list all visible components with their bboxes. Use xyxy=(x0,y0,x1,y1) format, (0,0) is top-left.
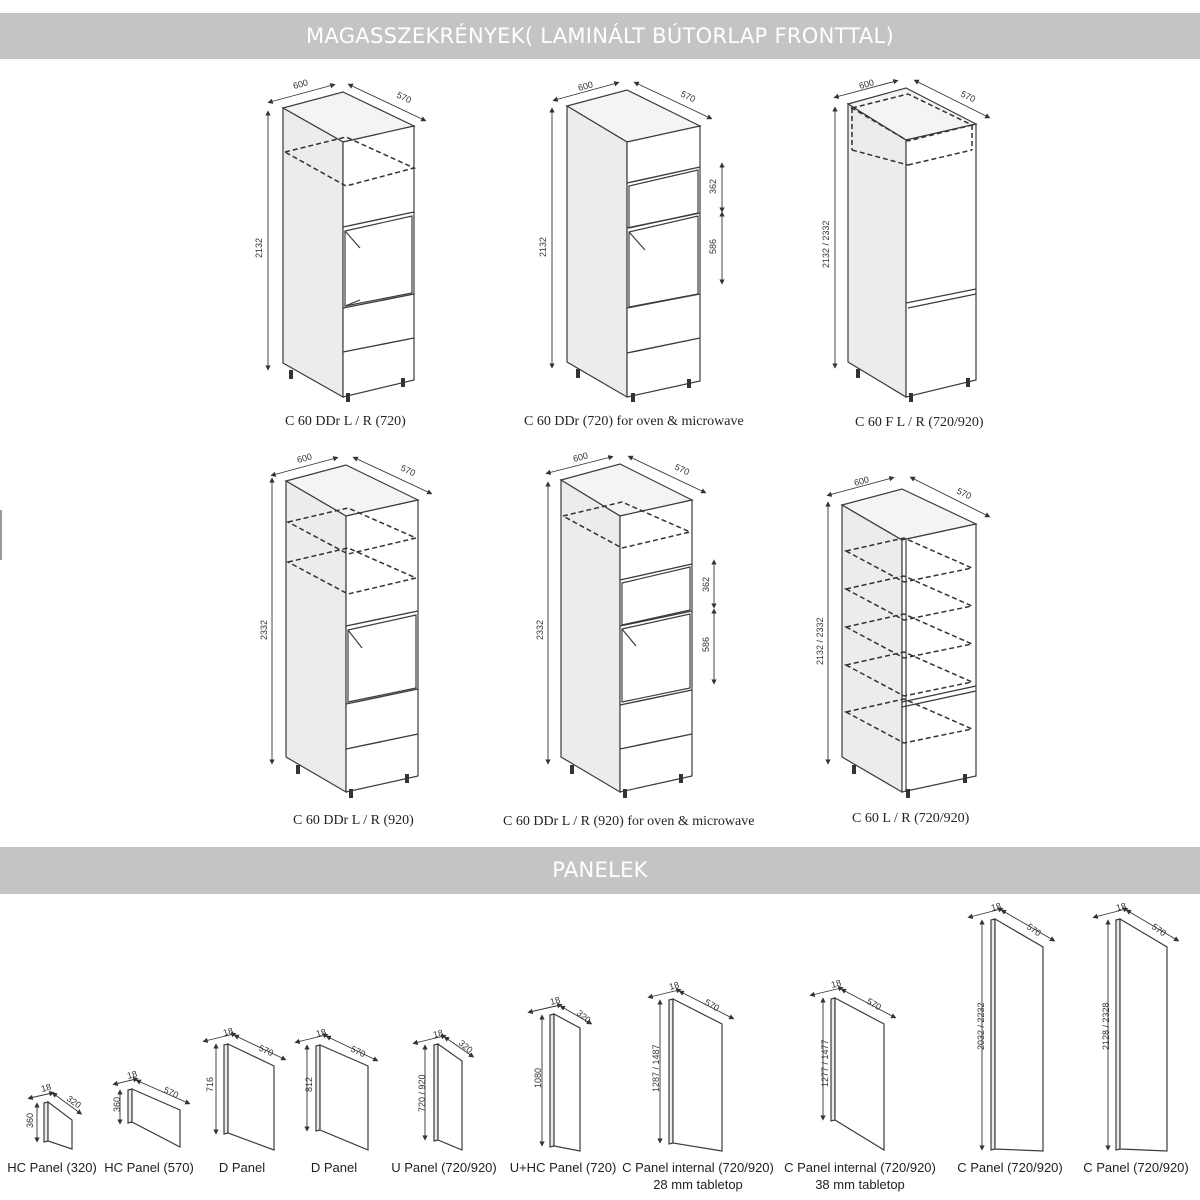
panel-label-u-hc: U+HC Panel (720) xyxy=(509,1160,617,1175)
panel-label-d-812: D Panel xyxy=(310,1160,358,1175)
cabinet-caption-c60ddr-920: C 60 DDr L / R (920) xyxy=(293,813,414,828)
dim-thickness: 18 xyxy=(990,901,1002,913)
dim-height: 812 xyxy=(304,1077,314,1092)
panel-drawing-u-hc: 18 320 1080 xyxy=(527,995,593,1152)
dim-height: 2132 / 2332 xyxy=(821,220,831,268)
dim-thickness: 18 xyxy=(432,1028,444,1040)
dim-depth: 570 xyxy=(1150,921,1168,938)
cabinet-drawing-c60f: 600 570 2132 / 2332 xyxy=(821,77,991,402)
dim-width: 600 xyxy=(577,79,594,93)
cabinet-drawing-c60ddr-920: 600 570 2332 xyxy=(259,451,433,798)
dim-depth: 570 xyxy=(399,463,417,478)
cabinet-drawing-c60ddr-720-oven: 600 570 2132 362 586 xyxy=(538,79,725,402)
cabinet-caption-c60f: C 60 F L / R (720/920) xyxy=(855,415,984,430)
dim-thickness: 18 xyxy=(549,995,561,1007)
dim-thickness: 18 xyxy=(315,1027,327,1039)
dim-depth: 570 xyxy=(395,90,413,105)
dim-thickness: 18 xyxy=(222,1026,234,1038)
panel-drawing-c-2032: 18 570 2032 / 2232 xyxy=(967,901,1056,1152)
dim-height: 360 xyxy=(112,1097,122,1112)
dim-width: 600 xyxy=(858,77,875,91)
panel-label-main: C Panel internal (720/920) xyxy=(622,1160,774,1175)
section-title-panels: PANELEK xyxy=(0,847,1200,894)
cabinet-caption-c60ddr-920-oven: C 60 DDr L / R (920) for oven & microwav… xyxy=(503,814,754,830)
page-edge-marker xyxy=(0,510,2,560)
dim-height: 360 xyxy=(25,1113,35,1128)
panel-drawing-c-internal-28: 18 570 1287 / 1487 xyxy=(647,980,735,1152)
dim-width: 600 xyxy=(853,474,870,488)
section-title-tall-cabinets: MAGASSZEKRÉNYEK( LAMINÁLT BÚTORLAP FRONT… xyxy=(0,13,1200,59)
dim-height: 1287 / 1487 xyxy=(651,1044,661,1092)
dim-thickness: 18 xyxy=(1115,901,1127,913)
panel-drawing-c-internal-38: 18 570 1277 / 1477 xyxy=(809,978,897,1152)
panel-label-hc-320: HC Panel (320) xyxy=(7,1160,97,1175)
panel-drawing-c-2128: 18 570 2128 / 2328 xyxy=(1092,901,1180,1152)
panel-drawing-hc-320: 18 320 360 xyxy=(25,1082,83,1150)
dim-depth: 570 xyxy=(959,89,977,104)
dim-sub-lower: 586 xyxy=(708,239,718,254)
panel-label-c-2128: C Panel (720/920) xyxy=(1083,1160,1189,1175)
panel-label-hc-570: HC Panel (570) xyxy=(104,1160,194,1175)
cabinet-drawing-c60ddr-720: 600 570 2132 xyxy=(254,77,427,402)
cabinet-caption-c60: C 60 L / R (720/920) xyxy=(852,811,970,826)
panel-drawing-d-716: 18 570 716 xyxy=(202,1026,287,1151)
cabinet-caption-c60ddr-720-oven: C 60 DDr (720) for oven & microwave xyxy=(524,414,744,429)
dim-sub-upper: 362 xyxy=(701,577,711,592)
dim-height: 2132 xyxy=(254,238,264,258)
dim-depth: 570 xyxy=(955,486,973,501)
dim-width: 600 xyxy=(296,451,313,465)
panel-label-c-2032: C Panel (720/920) xyxy=(957,1160,1063,1175)
dim-thickness: 18 xyxy=(40,1082,52,1094)
dim-sub-upper: 362 xyxy=(708,179,718,194)
dim-height: 720 / 920 xyxy=(417,1074,427,1112)
cabinet-drawing-c60ddr-920-oven: 600 570 2332 362 586 xyxy=(535,450,717,798)
dim-height: 1080 xyxy=(533,1068,543,1088)
dim-height: 716 xyxy=(205,1077,215,1092)
dim-depth: 570 xyxy=(257,1043,275,1058)
dim-height: 2132 / 2332 xyxy=(815,617,825,665)
panel-label-c-internal-38: C Panel internal (720/920) 38 mm tableto… xyxy=(782,1159,938,1193)
panel-drawing-d-812: 18 570 812 xyxy=(294,1027,379,1151)
dim-thickness: 18 xyxy=(830,978,842,990)
dim-depth: 320 xyxy=(457,1038,475,1055)
cabinet-drawing-c60-shelves: 600 570 2132 / 2332 xyxy=(815,474,991,798)
panel-drawing-hc-570: 18 570 360 xyxy=(112,1069,191,1148)
dim-thickness: 18 xyxy=(126,1069,138,1081)
panel-label-d-716: D Panel xyxy=(218,1160,266,1175)
panel-label-c-internal-28: C Panel internal (720/920) 28 mm tableto… xyxy=(620,1159,776,1193)
panel-drawing-u: 18 320 720 / 920 xyxy=(412,1028,475,1151)
dim-depth: 570 xyxy=(1025,921,1043,938)
dim-height: 2332 xyxy=(259,620,269,640)
dim-height: 2132 xyxy=(538,237,548,257)
panel-label-sub: 28 mm tabletop xyxy=(653,1177,743,1192)
dim-depth: 570 xyxy=(349,1044,367,1059)
dim-height: 2128 / 2328 xyxy=(1101,1002,1111,1050)
dim-height: 2332 xyxy=(535,620,545,640)
dim-sub-lower: 586 xyxy=(701,637,711,652)
caption-suffix: for oven & microwave xyxy=(627,814,755,829)
panel-label-main: C Panel internal (720/920) xyxy=(784,1160,936,1175)
dim-height: 1277 / 1477 xyxy=(820,1039,830,1087)
dim-depth: 570 xyxy=(673,462,691,477)
panel-label-u: U Panel (720/920) xyxy=(391,1160,497,1175)
dim-depth: 570 xyxy=(679,89,697,104)
dim-thickness: 18 xyxy=(668,980,680,992)
dim-width: 600 xyxy=(572,450,589,464)
dim-width: 600 xyxy=(292,77,309,91)
panel-label-sub: 38 mm tabletop xyxy=(815,1177,905,1192)
dim-depth: 320 xyxy=(65,1093,83,1110)
dim-height: 2032 / 2232 xyxy=(976,1002,986,1050)
cabinet-caption-c60ddr-720: C 60 DDr L / R (720) xyxy=(285,414,406,429)
caption-model: C 60 DDr L / R (920) xyxy=(503,814,624,829)
